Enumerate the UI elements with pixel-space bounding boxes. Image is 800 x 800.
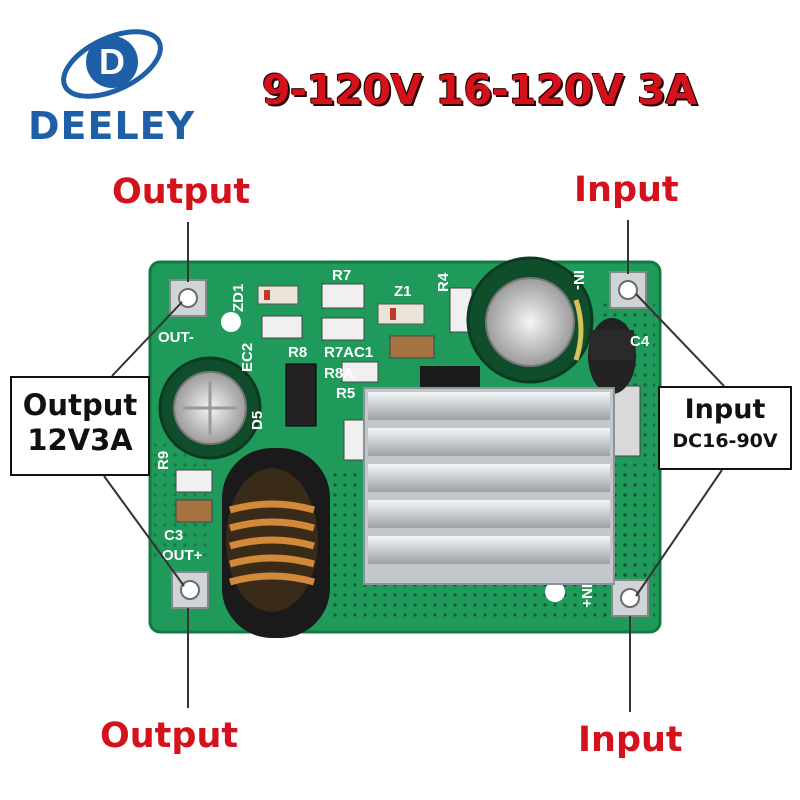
label-z1: Z1 — [394, 283, 412, 300]
output-bottom-callout: Output — [100, 716, 239, 756]
label-r8: R8 — [288, 344, 307, 361]
output-top-callout: Output — [112, 172, 251, 212]
label-r7: R7 — [332, 267, 351, 284]
label-c4: C4 — [630, 333, 650, 350]
input-bottom-callout: Input — [578, 720, 683, 760]
label-out-plus: OUT+ — [162, 547, 203, 564]
out-minus-pad — [169, 279, 207, 317]
label-r9: R9 — [155, 451, 172, 470]
voltage-headline: 9-120V 16-120V 3A — [262, 66, 697, 114]
deeley-logo-icon: D — [61, 29, 163, 99]
output-spec-value: 12V3A — [27, 422, 133, 457]
logo-letter: D — [99, 41, 125, 82]
label-ec2: EC2 — [239, 343, 256, 372]
pointer-lines — [103, 220, 725, 712]
output-spec-box: Output 12V3A — [10, 376, 150, 476]
output-spec-title: Output — [22, 388, 138, 422]
label-in-plus: IN+ — [578, 584, 595, 608]
label-c3: C3 — [164, 527, 183, 544]
label-r7ac1: R7AC1 — [324, 344, 373, 361]
label-zd1: ZD1 — [230, 284, 247, 312]
input-spec-title: Input — [684, 394, 766, 425]
label-r8a: R8A — [324, 365, 354, 382]
label-in-minus: IN- — [570, 270, 587, 290]
label-d5: D5 — [249, 411, 266, 430]
brand-name: DEELEY — [28, 104, 196, 148]
input-top-callout: Input — [574, 170, 679, 210]
input-spec-box: Input DC16-90V — [658, 386, 792, 470]
label-out-minus: OUT- — [158, 329, 194, 346]
label-r4: R4 — [435, 272, 452, 292]
in-minus-pad — [609, 271, 647, 309]
label-r5: R5 — [336, 385, 355, 402]
input-spec-value: DC16-90V — [672, 430, 778, 453]
